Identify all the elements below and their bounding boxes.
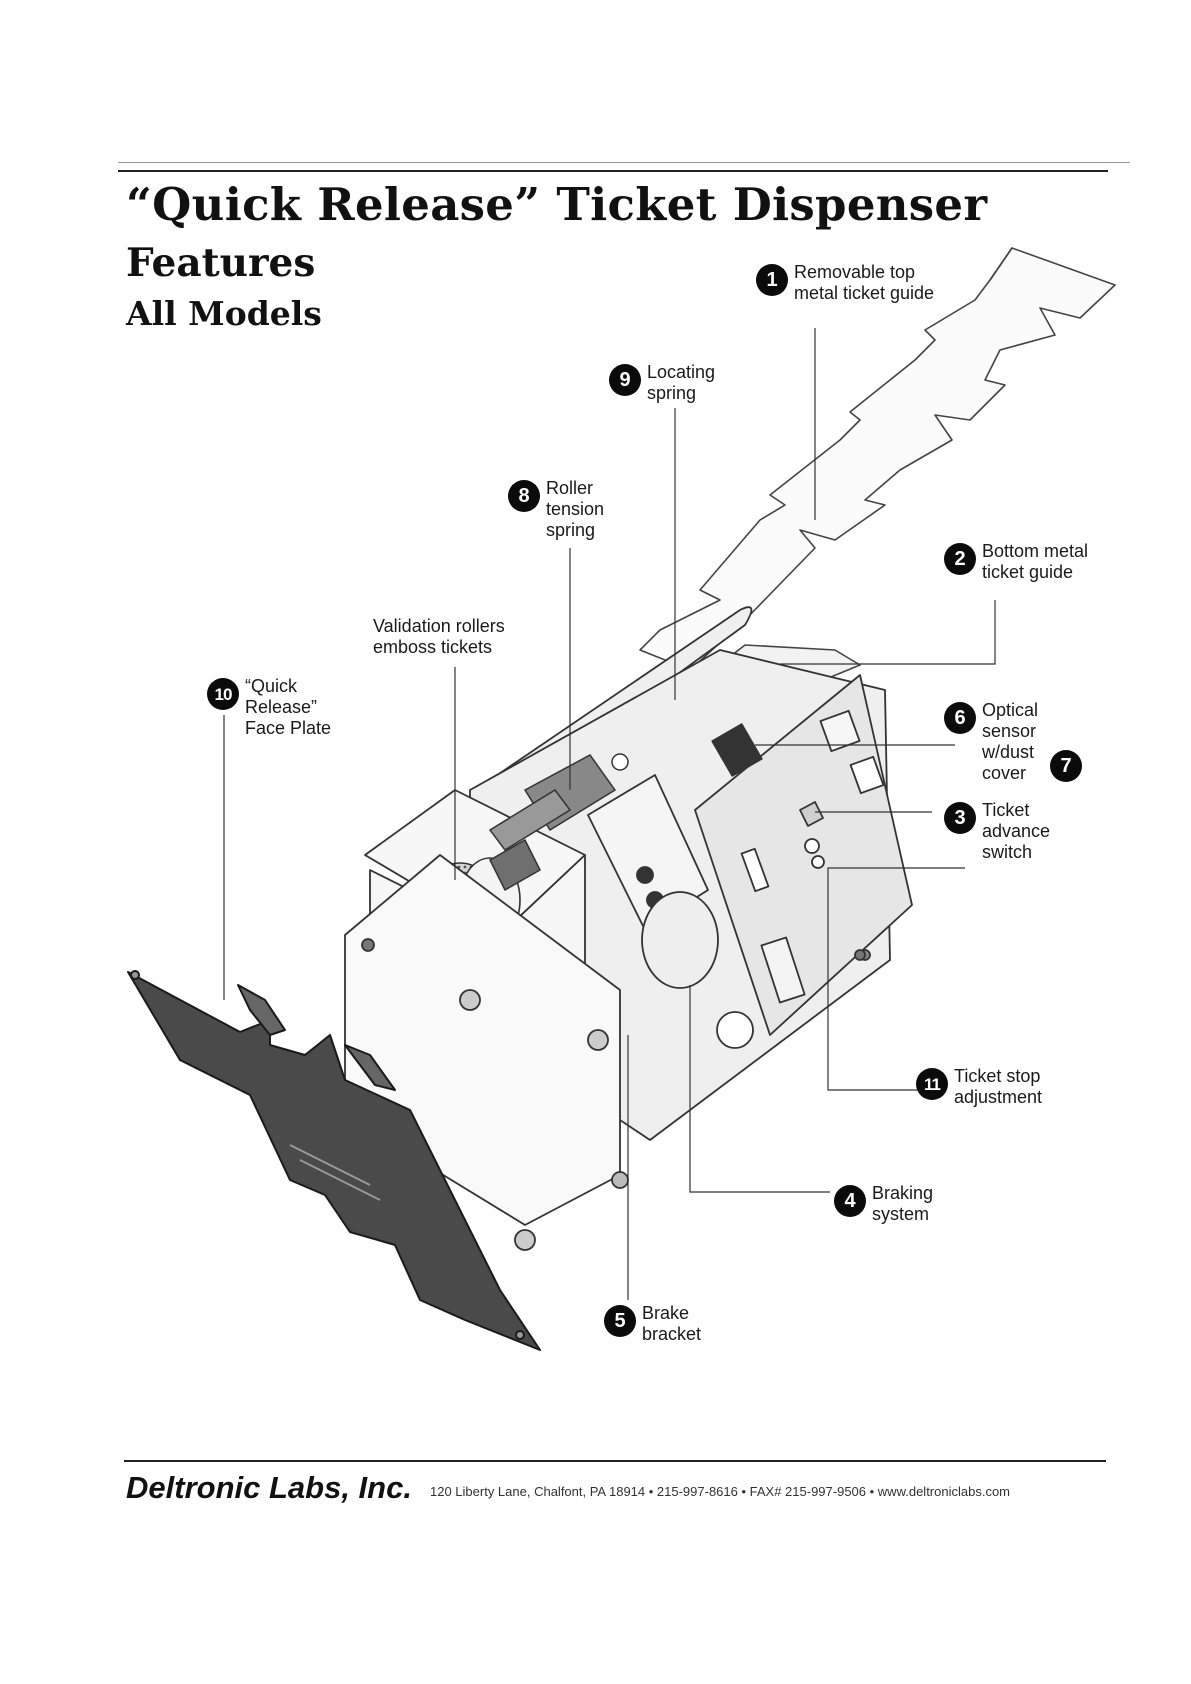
callout-label: “Quick Release” Face Plate bbox=[245, 676, 332, 738]
callout-number-badge: 5 bbox=[604, 1305, 636, 1337]
page-subtitle-models: All Models bbox=[126, 294, 322, 333]
callout-label: Removable top metal ticket guide bbox=[794, 262, 935, 303]
callout-label: Braking system bbox=[872, 1183, 934, 1224]
callout-label: Roller tension spring bbox=[546, 478, 605, 540]
callout-number-badge: 7 bbox=[1050, 750, 1082, 782]
footer-rule bbox=[124, 1460, 1106, 1462]
callout-ticket-stop-adjustment: 11 Ticket stop adjustment bbox=[916, 1066, 1042, 1108]
callout-number-badge: 1 bbox=[756, 264, 788, 296]
callout-number-badge: 8 bbox=[508, 480, 540, 512]
callout-label: Optical sensor w/dust cover bbox=[982, 700, 1039, 783]
brake-bracket bbox=[587, 723, 763, 989]
ticket-guide-top bbox=[639, 247, 1116, 671]
callout-face-plate: 10 “Quick Release” Face Plate bbox=[207, 676, 331, 739]
callout-label: Brake bracket bbox=[642, 1303, 702, 1344]
callout-label: Locating spring bbox=[647, 362, 716, 403]
callout-number-badge: 11 bbox=[916, 1068, 948, 1100]
callout-number-badge: 6 bbox=[944, 702, 976, 734]
callout-number-badge: 4 bbox=[834, 1185, 866, 1217]
callout-bottom-guide: 2 Bottom metal ticket guide bbox=[944, 541, 1088, 583]
validation-rollers-label: Validation rollers emboss tickets bbox=[373, 616, 505, 657]
callout-optical-sensor: 6 Optical sensor w/dust cover bbox=[944, 700, 1038, 784]
company-address: 120 Liberty Lane, Chalfont, PA 18914 • 2… bbox=[430, 1484, 1011, 1499]
callout-number-badge: 9 bbox=[609, 364, 641, 396]
circuit-board bbox=[694, 674, 913, 1036]
callout-brake-bracket: 5 Brake bracket bbox=[604, 1303, 701, 1345]
callout-locating-spring: 9 Locating spring bbox=[609, 362, 715, 404]
callout-braking-system: 4 Braking system bbox=[834, 1183, 933, 1225]
face-plate bbox=[127, 970, 541, 1351]
top-rule bbox=[118, 170, 1108, 172]
callout-ticket-advance-switch: 3 Ticket advance switch bbox=[944, 800, 1050, 863]
callout-number-badge: 2 bbox=[944, 543, 976, 575]
callout-number-badge: 3 bbox=[944, 802, 976, 834]
callout-label: Ticket stop adjustment bbox=[954, 1066, 1043, 1107]
callout-dust-cover: 7 bbox=[1050, 748, 1082, 782]
roller-tension-spring bbox=[488, 753, 629, 892]
top-rule-thin bbox=[118, 162, 1130, 163]
callout-removable-top-guide: 1 Removable top metal ticket guide bbox=[756, 262, 934, 304]
callout-label: Ticket advance switch bbox=[982, 800, 1051, 862]
page-title: “Quick Release” Ticket Dispenser bbox=[126, 178, 988, 231]
callout-number-badge: 10 bbox=[207, 678, 239, 710]
leader-lines bbox=[223, 328, 996, 1300]
page-subtitle-features: Features bbox=[126, 240, 316, 286]
company-name: Deltronic Labs, Inc. bbox=[126, 1470, 412, 1505]
callout-roller-tension-spring: 8 Roller tension spring bbox=[508, 478, 604, 541]
callout-label: Bottom metal ticket guide bbox=[982, 541, 1089, 582]
